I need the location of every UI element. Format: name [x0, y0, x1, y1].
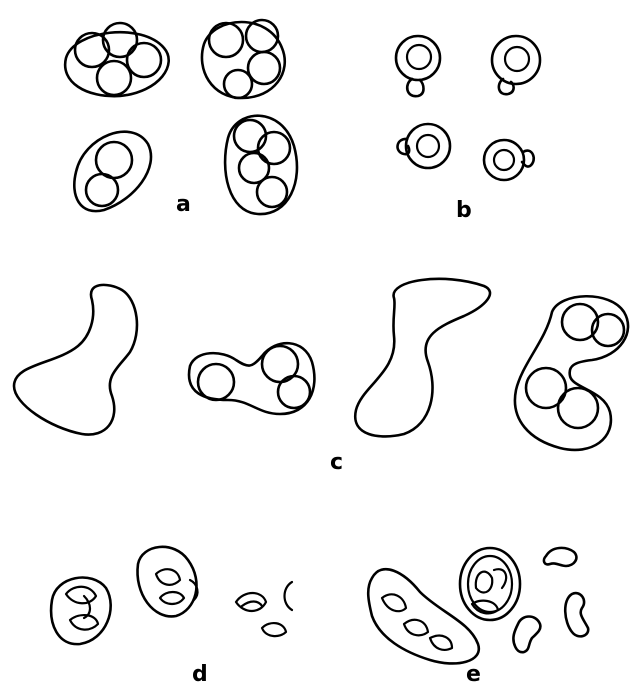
kidney-spore — [513, 617, 540, 653]
ascus-four-spores — [225, 116, 297, 214]
ascus-kidney-spores — [51, 578, 111, 645]
kidney-spore — [544, 548, 577, 566]
panel-b — [396, 36, 540, 180]
ascus-kidney-spores — [137, 547, 197, 617]
panel-c — [14, 279, 628, 450]
ascus-four-spores — [65, 23, 169, 96]
panel-e — [368, 548, 588, 664]
panel-d — [51, 547, 292, 644]
budding-cell — [398, 124, 450, 168]
panel-a — [65, 20, 297, 214]
budding-cell — [492, 36, 540, 94]
conjugating-cell-with-spores — [515, 296, 628, 450]
panel-label-d: d — [192, 664, 208, 686]
ascus-two-spores — [74, 132, 151, 211]
panel-label-e: e — [466, 664, 481, 686]
s-shaped-cell — [355, 279, 490, 437]
budding-cell — [484, 140, 534, 180]
kidney-spore — [565, 593, 588, 636]
panel-label-a: a — [176, 194, 191, 216]
panel-label-c: c — [330, 452, 343, 474]
elongated-ascus — [368, 569, 479, 663]
panel-label-b: b — [456, 200, 472, 222]
kidney-spore — [236, 593, 266, 611]
kidney-spore — [285, 582, 293, 610]
ascus-kidney-spores — [460, 548, 520, 620]
conjugating-cell-with-spores — [189, 343, 314, 414]
budding-cell — [396, 36, 440, 96]
kidney-spore — [262, 623, 286, 636]
hourglass-cell — [14, 285, 137, 435]
ascus-four-spores — [202, 20, 285, 98]
